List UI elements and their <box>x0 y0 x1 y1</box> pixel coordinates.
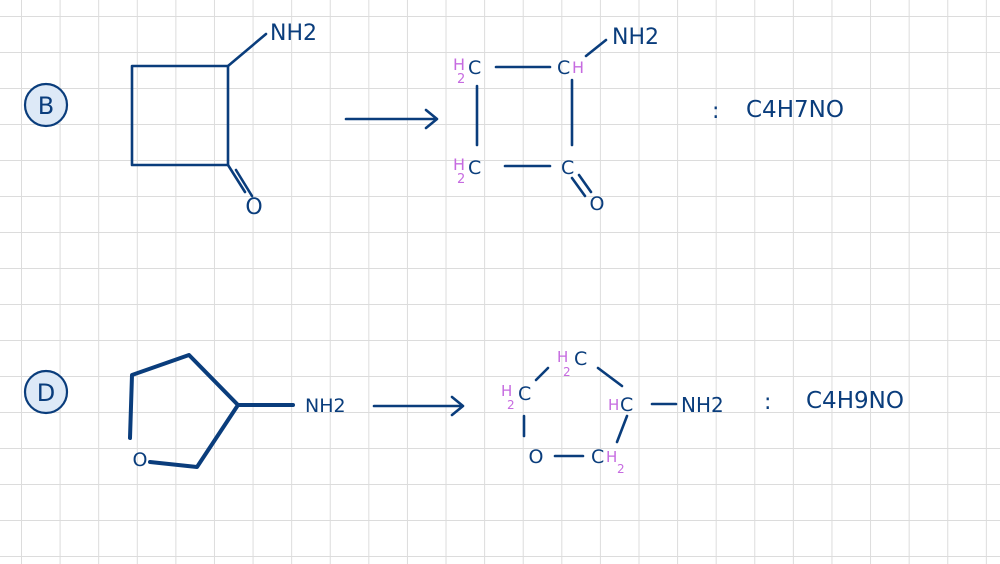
condensed-b-amine: NH2 <box>612 25 659 50</box>
skeletal-aminotetrahydrofuran: NH2 O <box>128 353 346 471</box>
ch2-top-sub: 2 <box>457 72 465 87</box>
cyclobutane-ring <box>130 64 230 167</box>
skeletal-b-amine: NH2 <box>270 21 317 46</box>
carbonyl-bond-2 <box>234 168 254 198</box>
d-ch2-bot-sub: 2 <box>617 462 625 476</box>
condensed-d-amine: NH2 <box>681 393 724 417</box>
co-bond-2 <box>577 173 593 194</box>
carbonyl-c: C <box>561 157 574 179</box>
d-ch2-top-c: C <box>574 348 587 370</box>
d-ch2-left-c: C <box>518 383 531 405</box>
co-bond-1 <box>570 176 587 198</box>
d-hc-c: C <box>620 394 633 416</box>
d-bond-right <box>615 414 629 444</box>
thf-ring <box>128 353 240 469</box>
amine-bond <box>226 32 268 68</box>
formula-d: C4H9NO <box>806 388 904 414</box>
d-ch2-top-h: H <box>557 348 568 366</box>
problem-b-label: B <box>38 92 54 120</box>
problem-d: D NH2 O H 2 C H 2 C H C NH2 <box>23 348 904 476</box>
arrow-b <box>344 108 439 130</box>
formula-b: C4H7NO <box>746 97 844 123</box>
problem-d-label: D <box>37 379 55 407</box>
d-ch2-bot-h: H <box>606 448 617 466</box>
problem-b-badge <box>23 82 69 128</box>
ch2-bot-c: C <box>468 157 481 179</box>
formula-b-colon: : <box>712 99 719 124</box>
ch2-top-c: C <box>468 57 481 79</box>
d-hc-h: H <box>608 396 619 414</box>
skeletal-aminocyclobutanone: NH2 O <box>130 21 317 220</box>
ch-h: H <box>572 58 584 77</box>
skeletal-b-oxygen: O <box>245 195 262 220</box>
arrow-d <box>372 395 465 417</box>
skeletal-d-amine: NH2 <box>305 395 346 417</box>
ch2-top-h: H <box>453 55 465 74</box>
condensed-aminocyclobutanone: H 2 C C H NH2 H 2 C C O <box>453 25 659 215</box>
formula-d-colon: : <box>764 390 771 415</box>
d-bond-top-left <box>534 366 550 382</box>
condensed-b-oxygen: O <box>590 193 605 215</box>
ch-c: C <box>557 57 570 79</box>
bond-amine <box>584 38 608 58</box>
skeletal-d-oxygen: O <box>133 449 148 471</box>
d-ch2-left-sub: 2 <box>507 398 515 412</box>
problem-b: B NH2 O H 2 C C H NH2 H <box>23 21 844 220</box>
d-ch2-top-sub: 2 <box>563 365 571 379</box>
condensed-d-oxygen: O <box>529 446 544 468</box>
d-ch2-bot-c: C <box>591 446 604 468</box>
carbonyl-bond-1 <box>226 163 247 194</box>
ch2-bot-h: H <box>453 155 465 174</box>
d-ch2-left-h: H <box>501 382 512 400</box>
ch2-bot-sub: 2 <box>457 172 465 187</box>
condensed-aminotetrahydrofuran: H 2 C H 2 C H C NH2 O C H 2 <box>501 348 724 476</box>
problem-d-badge <box>23 369 69 415</box>
d-bond-top-right <box>596 366 624 388</box>
